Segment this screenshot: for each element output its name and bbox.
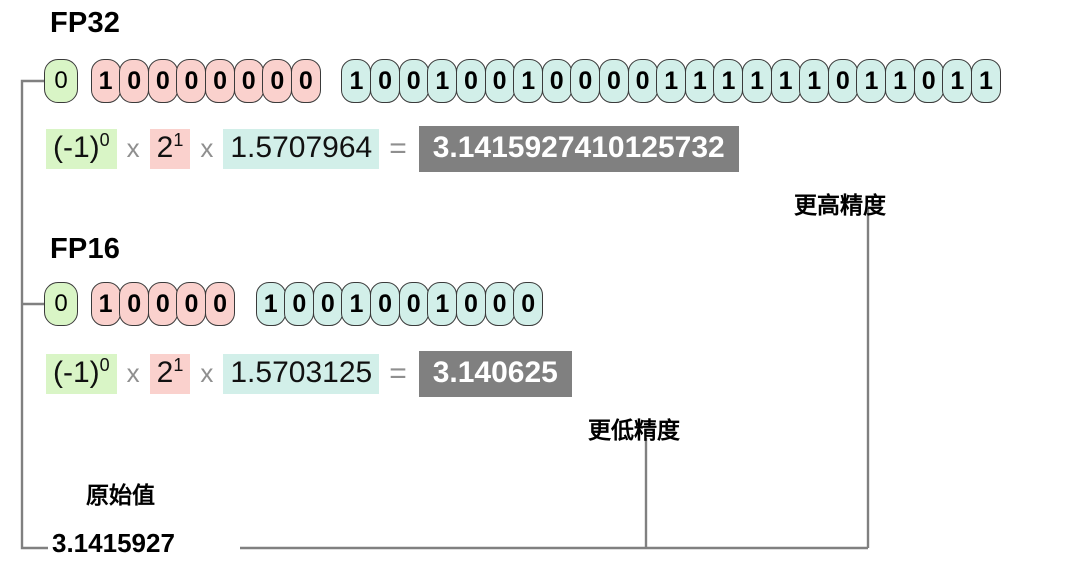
fp32-mantissa-bit-6: 1 (513, 59, 544, 103)
fp32-mantissa-bit-20: 0 (913, 59, 944, 103)
fp32-mantissa-value: 1.5707964 (223, 129, 380, 169)
fp32-exponent-bit-6: 0 (262, 59, 293, 103)
fp16-exp-base: 2 (156, 356, 174, 389)
fp32-sign-bit-0: 0 (44, 59, 78, 103)
fp16-mantissa-bit-6: 1 (427, 282, 458, 326)
fp16-formula: (-1)0 x 21 x 1.5703125 = 3.140625 (46, 351, 572, 397)
fp32-mantissa-bit-18: 1 (856, 59, 887, 103)
fp16-exp-term: 21 (149, 354, 191, 394)
fp16-exponent-bit-1: 0 (119, 282, 150, 326)
fp16-mantissa-bit-1: 0 (284, 282, 315, 326)
fp32-equals: = (389, 131, 407, 165)
fp32-mantissa-bit-13: 1 (713, 59, 744, 103)
fp32-mantissa-bit-12: 1 (684, 59, 715, 103)
fp16-mantissa-value: 1.5703125 (223, 354, 380, 394)
fp16-sign-exponent: 0 (99, 355, 110, 375)
annotation-higher-precision: 更高精度 (794, 192, 886, 218)
fp32-exponent-bit-3: 0 (176, 59, 207, 103)
fp16-equals: = (389, 356, 407, 390)
fp32-mantissa-bit-9: 0 (598, 59, 629, 103)
fp32-mantissa-bit-3: 1 (427, 59, 458, 103)
fp32-mantissa-bit-21: 1 (942, 59, 973, 103)
fp16-exponent-bit-0: 1 (90, 282, 121, 326)
fp32-exponent-bit-2: 0 (147, 59, 178, 103)
fp16-mantissa-bit-2: 0 (312, 282, 343, 326)
fp32-mantissa-bit-8: 0 (570, 59, 601, 103)
annotation-lower-precision: 更低精度 (588, 417, 680, 443)
fp32-mantissa-bit-0: 1 (341, 59, 372, 103)
fp32-exponent-bit-1: 0 (119, 59, 150, 103)
fp16-mantissa-bit-9: 0 (513, 282, 544, 326)
fp32-mantissa-bit-11: 1 (656, 59, 687, 103)
fp16-exp-power: 1 (173, 355, 184, 375)
fp16-exponent-bit-2: 0 (147, 282, 178, 326)
fp32-mantissa-bit-5: 0 (484, 59, 515, 103)
fp32-mantissa-bit-1: 0 (370, 59, 401, 103)
fp32-sign-group: 0 (44, 59, 78, 103)
fp16-mantissa-bit-0: 1 (255, 282, 286, 326)
fp32-result: 3.1415927410125732 (418, 126, 739, 172)
fp16-title: FP16 (50, 233, 121, 265)
fp16-sign-group: 0 (44, 282, 78, 326)
original-value-number: 3.1415927 (52, 528, 175, 558)
fp32-exp-term: 21 (149, 129, 191, 169)
fp32-mantissa-bit-10: 0 (627, 59, 658, 103)
fp32-multiply-1: x (126, 133, 140, 164)
fp32-mantissa-bit-2: 0 (398, 59, 429, 103)
fp16-mantissa-bit-5: 0 (398, 282, 429, 326)
fp16-multiply-1: x (126, 358, 140, 389)
fp16-mantissa-bit-8: 0 (484, 282, 515, 326)
fp32-sign-term: (-1)0 (46, 129, 117, 169)
fp16-sign-base: (-1) (53, 356, 100, 389)
fp16-exponent-bit-4: 0 (205, 282, 236, 326)
original-value-label: 原始值 (86, 482, 155, 508)
fp32-exponent-bit-4: 0 (205, 59, 236, 103)
fp16-mantissa-bit-4: 0 (370, 282, 401, 326)
fp32-sign-base: (-1) (53, 131, 100, 164)
fp32-sign-exponent: 0 (99, 130, 110, 150)
fp32-mantissa-bit-19: 1 (885, 59, 916, 103)
fp32-formula: (-1)0 x 21 x 1.5707964 = 3.1415927410125… (46, 126, 739, 172)
fp32-mantissa-bit-15: 1 (770, 59, 801, 103)
fp16-mantissa-bit-7: 0 (455, 282, 486, 326)
fp32-mantissa-bit-16: 1 (799, 59, 830, 103)
fp32-exp-power: 1 (173, 130, 184, 150)
fp32-mantissa-bit-4: 0 (455, 59, 486, 103)
fp16-mantissa-bit-3: 1 (341, 282, 372, 326)
fp32-multiply-2: x (200, 133, 214, 164)
fp32-mantissa-bit-22: 1 (970, 59, 1001, 103)
fp32-mantissa-bit-17: 0 (827, 59, 858, 103)
fp32-exponent-bit-0: 1 (90, 59, 121, 103)
fp32-exponent-bit-5: 0 (233, 59, 264, 103)
fp16-multiply-2: x (200, 358, 214, 389)
fp32-mantissa-bit-7: 0 (541, 59, 572, 103)
fp16-exponent-bit-3: 0 (176, 282, 207, 326)
fp16-sign-term: (-1)0 (46, 354, 117, 394)
fp32-title: FP32 (50, 7, 121, 39)
fp32-exp-base: 2 (156, 131, 174, 164)
fp16-sign-bit-0: 0 (44, 282, 78, 326)
fp16-result: 3.140625 (418, 351, 572, 397)
fp32-exponent-bit-7: 0 (290, 59, 321, 103)
fp32-mantissa-bit-14: 1 (742, 59, 773, 103)
